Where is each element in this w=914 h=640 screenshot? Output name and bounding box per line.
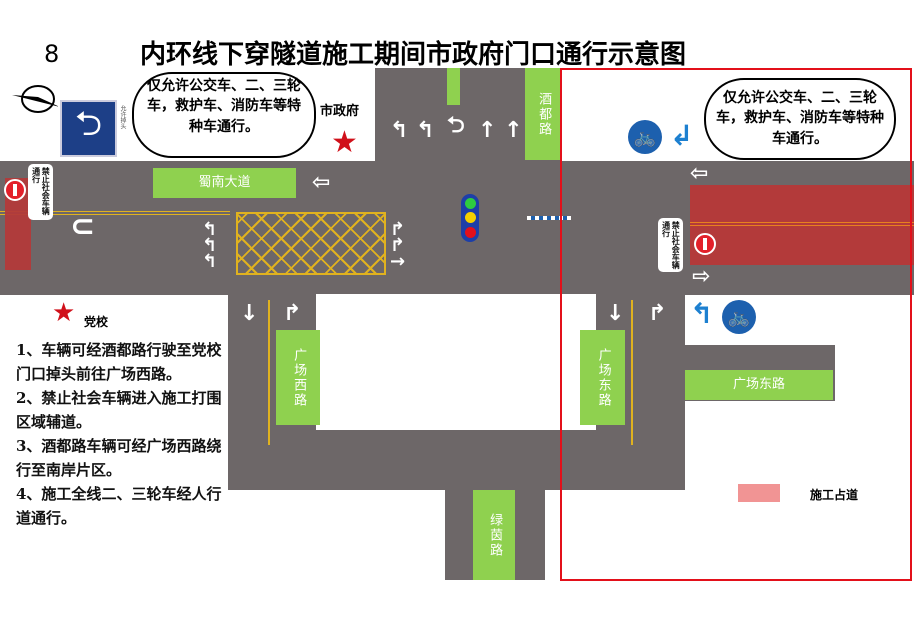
city-hall-label: 市政府 bbox=[320, 104, 360, 119]
barrier-line bbox=[527, 216, 571, 220]
bicycle-icon: 🚲 bbox=[722, 300, 756, 334]
party-school-label: 党校 bbox=[84, 315, 109, 329]
star-icon: ★ bbox=[52, 298, 76, 328]
white-block-south bbox=[316, 294, 596, 430]
road-label-shunan: 蜀南大道 bbox=[153, 168, 296, 198]
road-label-guangchang-east-horizontal: 广场东路 bbox=[685, 370, 833, 400]
no-entry-icon bbox=[694, 233, 716, 255]
note-item: 4、施工全线二、三轮车经人行道通行。 bbox=[16, 485, 222, 527]
legend-label-construction: 施工占道 bbox=[810, 488, 859, 502]
north-median bbox=[447, 68, 460, 105]
arrow-icon: ↱ bbox=[648, 301, 667, 326]
blue-turn-arrow-icon: ↰ bbox=[690, 297, 714, 330]
road-label-guangchang-west: 广场西路 bbox=[276, 330, 320, 425]
arrow-icon: ↱ bbox=[283, 301, 302, 326]
arrow-icon: ↰ ↰ bbox=[390, 118, 435, 143]
arrow-icon: ⇦ bbox=[312, 170, 331, 195]
blue-turn-arrow-icon: ↲ bbox=[670, 119, 694, 152]
arrow-icon: ↓ bbox=[240, 301, 259, 326]
bicycle-icon: 🚲 bbox=[628, 120, 662, 154]
arrow-icon: ⇨ bbox=[692, 264, 711, 289]
u-turn-arrow-icon: ⊂ bbox=[70, 209, 96, 244]
yellow-box-junction bbox=[236, 212, 386, 275]
road-label-lvyin: 绿茵路 bbox=[473, 490, 515, 580]
arrow-icon: ↑ ↑ bbox=[478, 118, 523, 143]
page-title: 内环线下穿隧道施工期间市政府门口通行示意图 bbox=[140, 40, 687, 70]
traffic-light-icon bbox=[461, 194, 479, 242]
note-item: 3、酒都路车辆可经广场西路绕行至南岸片区。 bbox=[16, 437, 222, 479]
u-turn-sign-icon: ⮌ bbox=[60, 100, 117, 157]
arrow-icon: ↓ bbox=[606, 301, 625, 326]
note-item: 2、禁止社会车辆进入施工打围区域辅道。 bbox=[16, 389, 222, 431]
arrow-icon: ↱↱→ bbox=[390, 219, 406, 273]
legend-swatch-construction bbox=[738, 484, 780, 502]
page-number: 8 bbox=[44, 40, 60, 68]
star-icon: ★ bbox=[331, 125, 358, 160]
arrow-icon: ↰↰↰ bbox=[202, 219, 218, 273]
road-label-guangchang-east-vertical: 广场东路 bbox=[580, 330, 625, 425]
u-turn-arrow-icon: ⮌ bbox=[447, 113, 465, 138]
closure-sign-west: 禁止社会车辆通行 bbox=[28, 164, 54, 220]
construction-area-frame bbox=[560, 68, 912, 581]
closure-sign-east: 禁止社会车辆通行 bbox=[658, 218, 684, 272]
notes-list: 1、车辆可经酒都路行驶至党校门口掉头前往广场西路。 2、禁止社会车辆进入施工打围… bbox=[16, 338, 231, 530]
compass-icon bbox=[8, 85, 60, 115]
road-south-connector bbox=[228, 430, 685, 490]
road-label-jiudu: 酒都路 bbox=[525, 68, 561, 160]
note-item: 1、车辆可经酒都路行驶至党校门口掉头前往广场西路。 bbox=[16, 341, 222, 383]
u-turn-sign-caption: 允许掉头 bbox=[119, 105, 126, 129]
center-line-west bbox=[0, 211, 230, 215]
lane-line-east bbox=[631, 300, 633, 445]
no-entry-icon bbox=[4, 179, 26, 201]
center-line-east bbox=[690, 222, 914, 226]
callout-right: 仅允许公交车、二、三轮车，救护车、消防车等特种车通行。 bbox=[704, 78, 896, 160]
arrow-icon: ⇦ bbox=[690, 161, 709, 186]
callout-left: 仅允许公交车、二、三轮车，救护车、消防车等特种车通行。 bbox=[132, 72, 316, 158]
lane-line-west bbox=[268, 300, 270, 445]
